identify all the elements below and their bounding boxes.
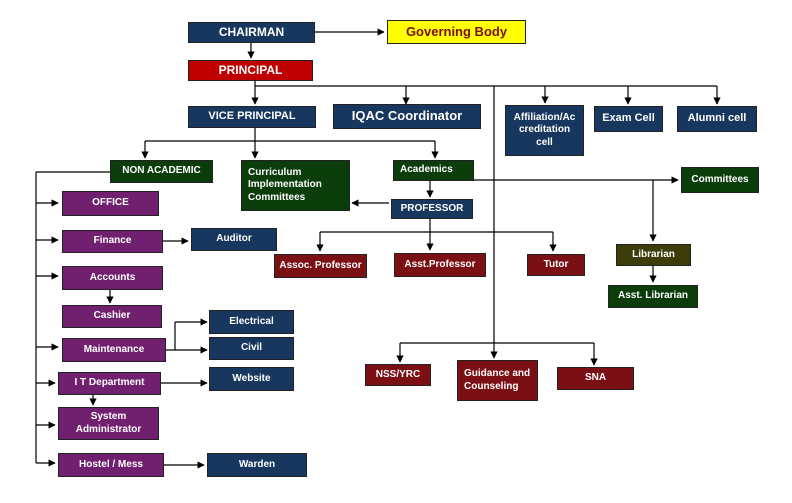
- asst-librarian-box: Asst. Librarian: [608, 285, 698, 308]
- academics-box: Academics: [393, 160, 474, 181]
- auditor-box: Auditor: [191, 228, 277, 251]
- committees-box: Committees: [681, 167, 759, 193]
- alumni-cell-box: Alumni cell: [677, 106, 757, 132]
- cashier-box: Cashier: [62, 305, 162, 328]
- librarian-box: Librarian: [616, 244, 691, 266]
- maintenance-box: Maintenance: [62, 338, 166, 362]
- tutor-box: Tutor: [527, 254, 585, 276]
- hostel-mess-box: Hostel / Mess: [58, 453, 164, 477]
- electrical-box: Electrical: [209, 310, 294, 334]
- warden-box: Warden: [207, 453, 307, 477]
- chairman-box: CHAIRMAN: [188, 22, 315, 43]
- curriculum-box: Curriculum Implementation Committees: [241, 160, 350, 211]
- nss-yrc-box: NSS/YRC: [365, 364, 431, 386]
- finance-box: Finance: [62, 230, 163, 253]
- governing-body-box: Governing Body: [387, 20, 526, 44]
- accounts-box: Accounts: [62, 266, 163, 290]
- system-administrator-box: System Administrator: [58, 407, 159, 440]
- vice-principal-box: VICE PRINCIPAL: [188, 106, 316, 128]
- professor-box: PROFESSOR: [391, 199, 473, 219]
- sna-box: SNA: [557, 367, 634, 390]
- asst-professor-box: Asst.Professor: [394, 253, 486, 277]
- website-box: Website: [209, 367, 294, 391]
- civil-box: Civil: [209, 337, 294, 360]
- it-department-box: I T Department: [58, 372, 161, 395]
- non-academic-box: NON ACADEMIC: [110, 160, 213, 183]
- office-box: OFFICE: [62, 191, 159, 216]
- guidance-counseling-box: Guidance and Counseling: [457, 360, 538, 401]
- exam-cell-box: Exam Cell: [594, 106, 663, 132]
- assoc-professor-box: Assoc. Professor: [274, 254, 367, 278]
- iqac-coordinator-box: IQAC Coordinator: [333, 104, 481, 129]
- affiliation-cell-box: Affiliation/Ac creditation cell: [505, 105, 584, 156]
- principal-box: PRINCIPAL: [188, 60, 313, 81]
